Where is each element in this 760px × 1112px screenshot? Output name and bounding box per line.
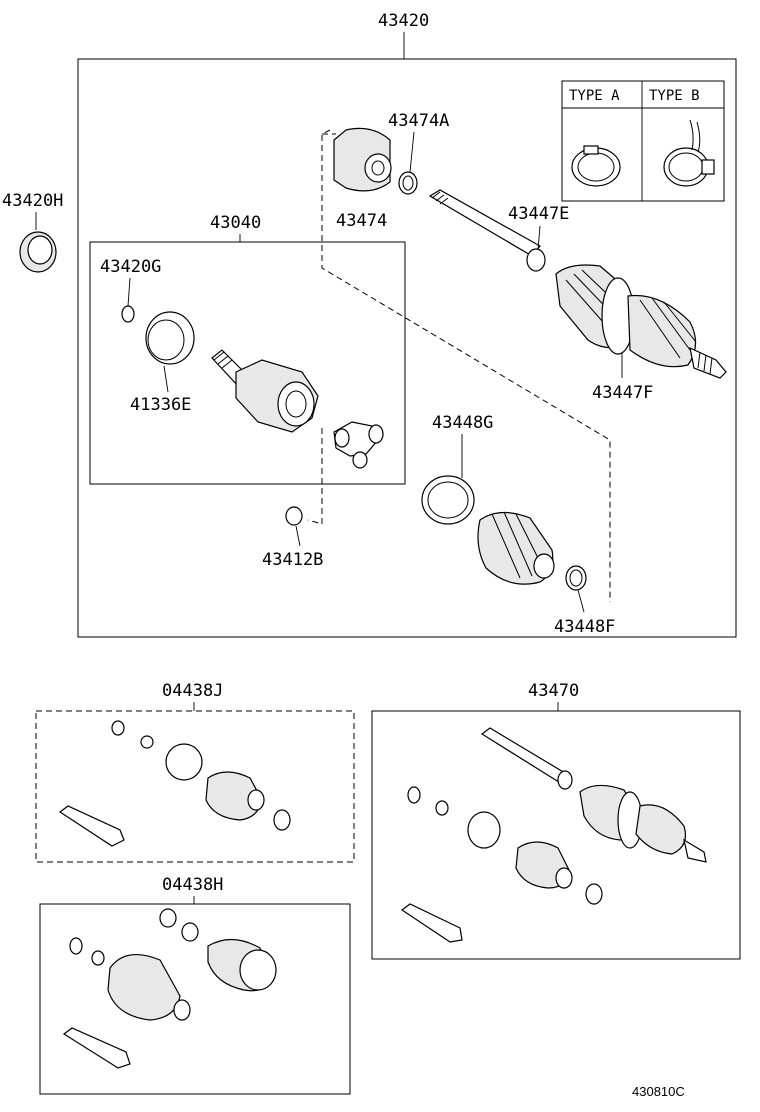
snap-ring-43412b-part — [285, 506, 303, 526]
label-43420h[interactable]: 43420H — [2, 191, 63, 211]
label-43448f[interactable]: 43448F — [554, 617, 615, 637]
ring-41336e-part — [145, 311, 195, 365]
dashed-guides — [307, 129, 611, 602]
clamp-43474a-part — [398, 171, 418, 195]
tripod-part — [333, 421, 384, 469]
assy-43470-group: 43470 — [371, 681, 741, 960]
label-type-a: TYPE A — [569, 88, 620, 104]
label-43412b[interactable]: 43412B — [262, 550, 323, 570]
label-04438h[interactable]: 04438H — [162, 875, 223, 895]
label-41336e[interactable]: 41336E — [130, 395, 191, 415]
snap-ring-43420g-part — [121, 305, 135, 323]
boot-clamp-43448g-part — [421, 475, 475, 525]
label-43474a[interactable]: 43474A — [388, 111, 449, 131]
frame-43420 — [77, 58, 737, 638]
inboard-boot-part — [477, 511, 555, 585]
drive-shaft-part — [428, 189, 727, 379]
kit-04438j-group: 04438J — [35, 681, 355, 863]
label-43420g[interactable]: 43420G — [100, 257, 161, 277]
type-inset: TYPE A TYPE B — [561, 80, 725, 202]
label-43447f[interactable]: 43447F — [592, 383, 653, 403]
label-43420[interactable]: 43420 — [378, 11, 429, 31]
frame-04438h — [39, 903, 351, 1095]
damper-43474-part — [333, 127, 392, 192]
label-43448g[interactable]: 43448G — [432, 413, 493, 433]
boot-clamp-43448f-part — [565, 565, 587, 591]
frame-04438j — [35, 710, 355, 863]
label-43470[interactable]: 43470 — [528, 681, 579, 701]
bearing-43420h-part — [19, 231, 57, 273]
clamp-type-a-icon — [571, 145, 621, 187]
clamp-type-b-icon — [663, 119, 715, 187]
assembly-43420-group: 43420 TYPE A TYPE B — [77, 11, 737, 638]
label-type-b: TYPE B — [649, 88, 700, 104]
label-43040[interactable]: 43040 — [210, 213, 261, 233]
inboard-housing-part — [211, 349, 319, 433]
label-43447e[interactable]: 43447E — [508, 204, 569, 224]
kit-04438h-group: 04438H — [39, 875, 351, 1095]
label-04438j[interactable]: 04438J — [162, 681, 223, 701]
frame-43040 — [89, 241, 406, 485]
diagram-code: 430810C — [632, 1084, 685, 1099]
label-43474[interactable]: 43474 — [336, 211, 387, 231]
frame-43470 — [371, 710, 741, 960]
